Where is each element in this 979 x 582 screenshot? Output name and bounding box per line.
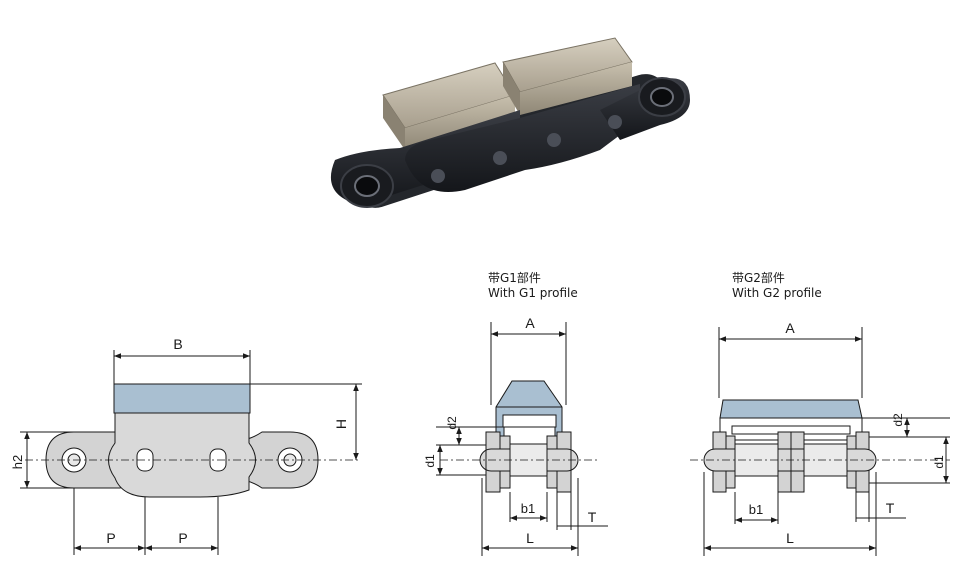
dim-label-H: H <box>333 419 349 429</box>
top-plate-right <box>502 37 633 115</box>
chain-photo <box>330 37 690 208</box>
side-view-drawing <box>20 350 362 555</box>
g2-profile <box>719 399 863 419</box>
chain-front-links <box>330 77 690 208</box>
g1-dim-L: L <box>526 530 534 546</box>
side-top-plate <box>113 383 251 414</box>
g1-dim-A: A <box>525 315 535 331</box>
g2-caption-en: With G2 profile <box>732 286 822 300</box>
g2-dim-d1: d1 <box>932 455 946 469</box>
g2-caption-cn: 带G2部件 <box>732 270 785 285</box>
g2-dim-d2: d2 <box>891 413 905 427</box>
side-link-inner <box>108 412 256 498</box>
dim-label-h2: h2 <box>10 455 25 469</box>
g1-dim-b1: b1 <box>521 501 535 516</box>
dim-label-P-right: P <box>178 530 187 546</box>
g1-caption-cn: 带G1部件 <box>488 270 541 285</box>
dim-label-P-left: P <box>106 530 115 546</box>
dim-label-B: B <box>173 336 182 352</box>
g2-end-view-drawing <box>690 327 950 556</box>
g2-dim-b1: b1 <box>749 502 763 517</box>
g1-end-view-drawing <box>436 322 608 556</box>
g1-dim-d1: d1 <box>423 454 437 468</box>
g1-profile <box>495 380 563 441</box>
g1-dim-T: T <box>588 509 597 525</box>
g1-dim-d2: d2 <box>445 416 459 430</box>
g2-dim-A: A <box>785 320 795 336</box>
g1-caption-en: With G1 profile <box>488 286 578 300</box>
top-plate-left <box>382 62 516 150</box>
g2-dim-L: L <box>786 530 794 546</box>
g2-dim-T: T <box>886 500 895 516</box>
